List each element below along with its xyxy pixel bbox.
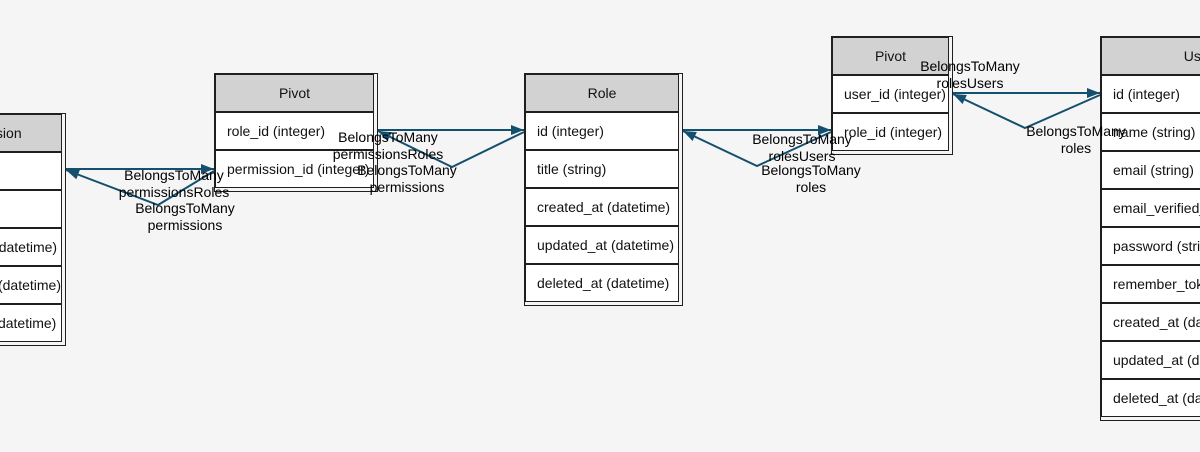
pivot2-to-role-arrow bbox=[682, 130, 832, 168]
pivot-to-permission-arrow bbox=[65, 169, 215, 207]
user-to-pivot2-arrow bbox=[952, 93, 1101, 130]
role-to-pivot-arrow bbox=[377, 130, 525, 169]
